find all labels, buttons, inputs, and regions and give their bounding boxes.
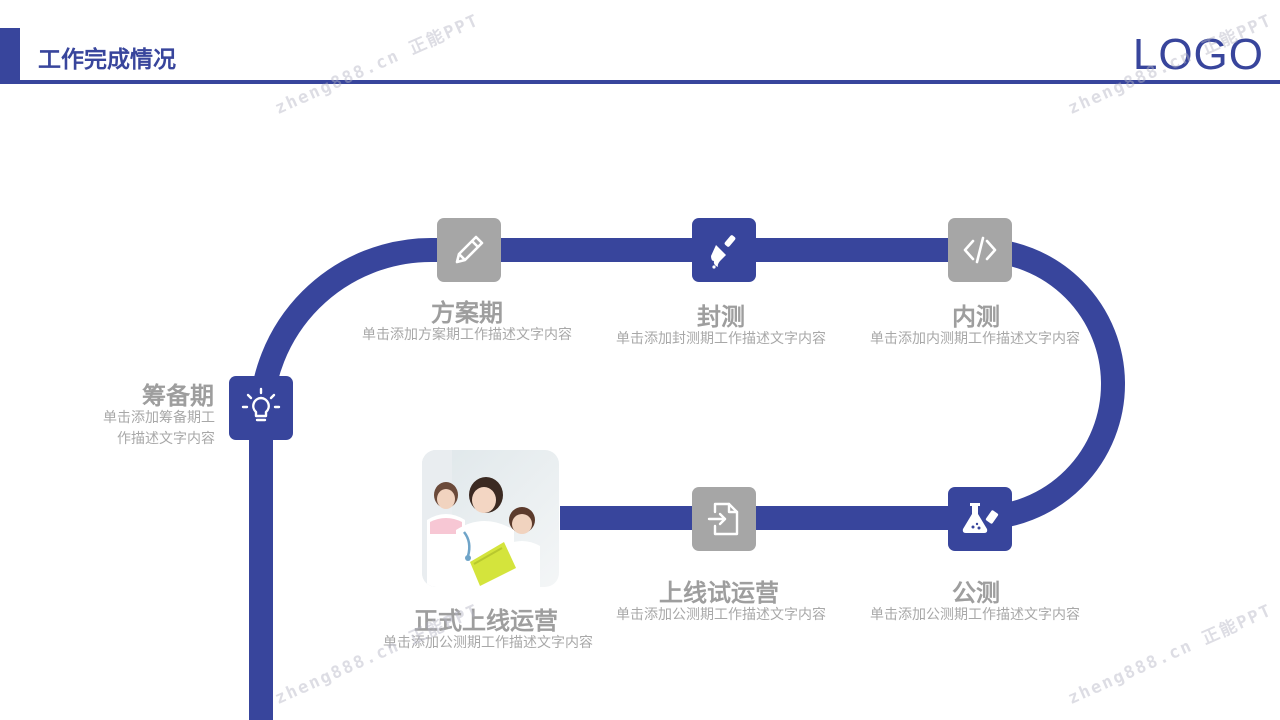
code-icon — [963, 236, 997, 264]
stage-title-official-launch: 正式上线运营 — [414, 607, 558, 635]
stage-title-closed-beta: 封测 — [697, 303, 745, 331]
nurses-photo — [422, 450, 559, 587]
stage-title-preparation: 筹备期 — [142, 382, 214, 410]
stage-desc-trial-operation: 单击添加公测期工作描述文字内容 — [616, 607, 826, 623]
flask-icon — [962, 503, 999, 533]
stage-node-planning[interactable] — [437, 218, 501, 282]
header-divider — [0, 80, 1280, 84]
title-accent-bar — [0, 28, 20, 82]
lightbulb-icon — [241, 387, 281, 422]
stage-title-trial-operation: 上线试运营 — [659, 579, 779, 607]
stage-title-planning: 方案期 — [431, 299, 503, 327]
stage-node-preparation[interactable] — [229, 376, 293, 440]
stage-node-trial-operation[interactable] — [692, 487, 756, 551]
stage-desc-planning: 单击添加方案期工作描述文字内容 — [362, 327, 572, 343]
stage-title-internal-test: 内测 — [952, 303, 1000, 331]
pencil-icon — [455, 235, 484, 264]
stage-node-internal-test[interactable] — [948, 218, 1012, 282]
page-title: 工作完成情况 — [38, 47, 176, 73]
paint-brush-icon — [711, 235, 736, 269]
stage-node-public-test[interactable] — [948, 487, 1012, 551]
file-import-icon — [707, 502, 739, 536]
stage-title-public-test: 公测 — [952, 579, 1000, 607]
stage-desc-official-launch: 单击添加公测期工作描述文字内容 — [383, 635, 593, 651]
stage-desc-internal-test: 单击添加内测期工作描述文字内容 — [870, 331, 1080, 347]
logo: LOGO — [1132, 30, 1264, 79]
stage-node-closed-beta[interactable] — [692, 218, 756, 282]
stage-desc-closed-beta: 单击添加封测期工作描述文字内容 — [616, 331, 826, 347]
stage-desc-preparation: 单击添加筹备期工作描述文字内容 — [103, 410, 215, 447]
stage-desc-public-test: 单击添加公测期工作描述文字内容 — [870, 607, 1080, 623]
